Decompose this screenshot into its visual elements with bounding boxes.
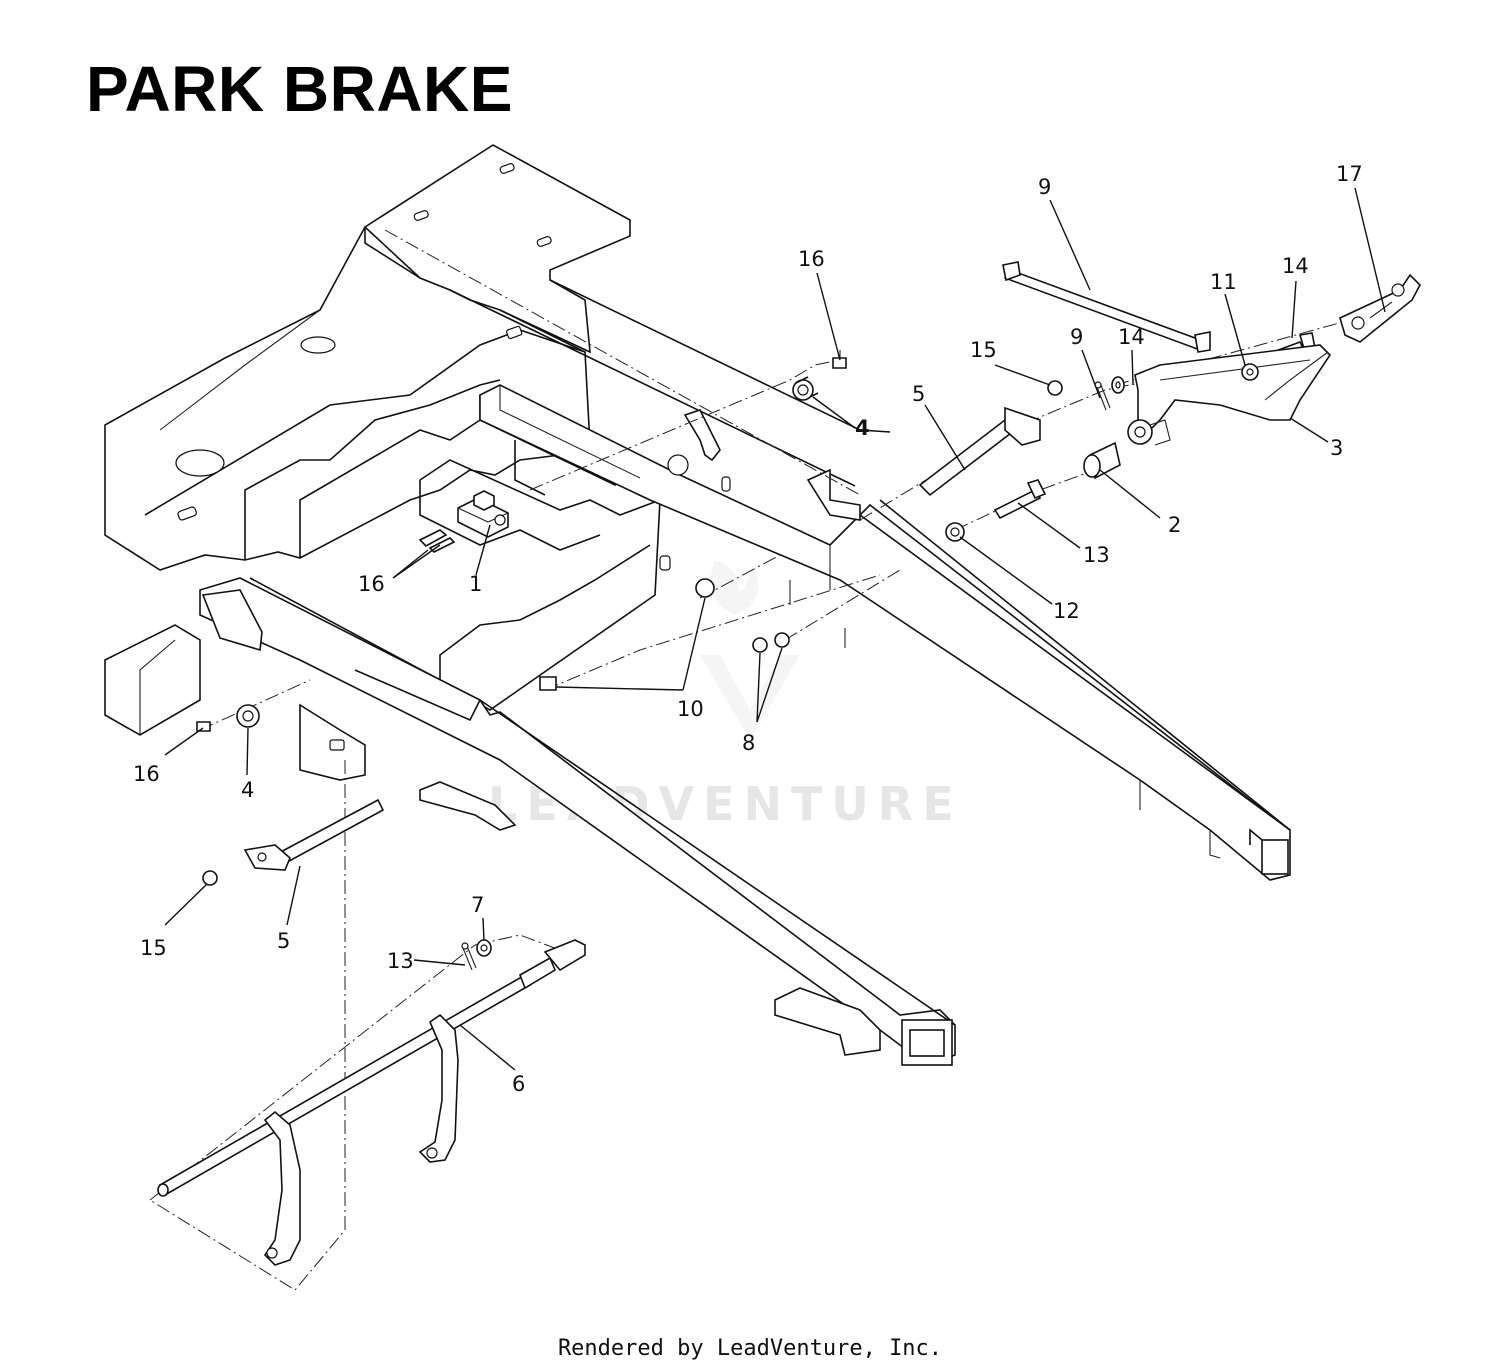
callouts: 9 17 14 11 14 9 15 5 3 2 13 12 16 4 16 1… (133, 162, 1363, 1096)
callout-11: 11 (1210, 270, 1237, 294)
part-17-clip (1339, 273, 1421, 343)
part-5-pin-upper (918, 406, 1041, 497)
part-14-washer-lower (476, 939, 492, 957)
watermark-logo (700, 560, 800, 740)
part-7-rod (1002, 261, 1211, 353)
right-frame-rail (479, 384, 1291, 881)
callout-9-upper: 9 (1070, 325, 1083, 349)
callout-16-lower: 16 (133, 762, 160, 786)
callout-13-lower: 13 (1083, 543, 1110, 567)
part-12-nut (945, 522, 965, 542)
callout-15-upper: 15 (970, 338, 997, 362)
callout-5-upper: 5 (912, 382, 925, 406)
leader-lines (164, 187, 1386, 1071)
callout-6: 6 (512, 1072, 525, 1096)
part-9-clip-upper (1094, 381, 1111, 411)
part-2-spacer (1083, 441, 1121, 480)
callout-12: 12 (1053, 599, 1080, 623)
callout-1: 1 (469, 572, 482, 596)
left-frame-rail (104, 577, 956, 1066)
callout-16-middle: 16 (358, 572, 385, 596)
callout-14-upper: 14 (1118, 325, 1145, 349)
part-15-nuts (202, 380, 1063, 886)
part-3-lever-arm (1127, 344, 1332, 446)
callout-4-lower: 4 (241, 778, 254, 802)
callout-16-upper: 16 (798, 247, 825, 271)
callout-10: 10 (677, 697, 704, 721)
part-6-brake-handle (157, 939, 586, 1266)
footer-credit: Rendered by LeadVenture, Inc. (557, 1336, 943, 1361)
callout-13-upper: 14 (1282, 254, 1309, 278)
part-9-clip-lower (461, 942, 477, 971)
callout-15-lower: 15 (140, 936, 167, 960)
part-8-nuts (752, 632, 790, 653)
callout-2: 2 (1168, 513, 1181, 537)
part-1-bracket (457, 490, 509, 538)
page-title: PARK BRAKE (86, 53, 513, 125)
callout-17: 17 (1336, 162, 1363, 186)
part-11-washer (1241, 363, 1259, 381)
callout-3: 3 (1330, 436, 1343, 460)
callout-5-lower: 5 (277, 929, 290, 953)
part-5-pin-lower (243, 798, 385, 871)
part-14-washer-upper (1111, 376, 1125, 394)
part-10-bolts (539, 578, 715, 691)
callout-9-lower: 13 (387, 949, 414, 973)
part-4-bushing-upper (792, 376, 819, 401)
part-4-bushing-lower (236, 704, 260, 728)
callout-7: 9 (1038, 175, 1051, 199)
callout-14-lower: 7 (471, 893, 484, 917)
callout-8: 8 (742, 731, 755, 755)
callout-4-upper: 4 (855, 416, 870, 440)
frame-deck (104, 144, 891, 571)
